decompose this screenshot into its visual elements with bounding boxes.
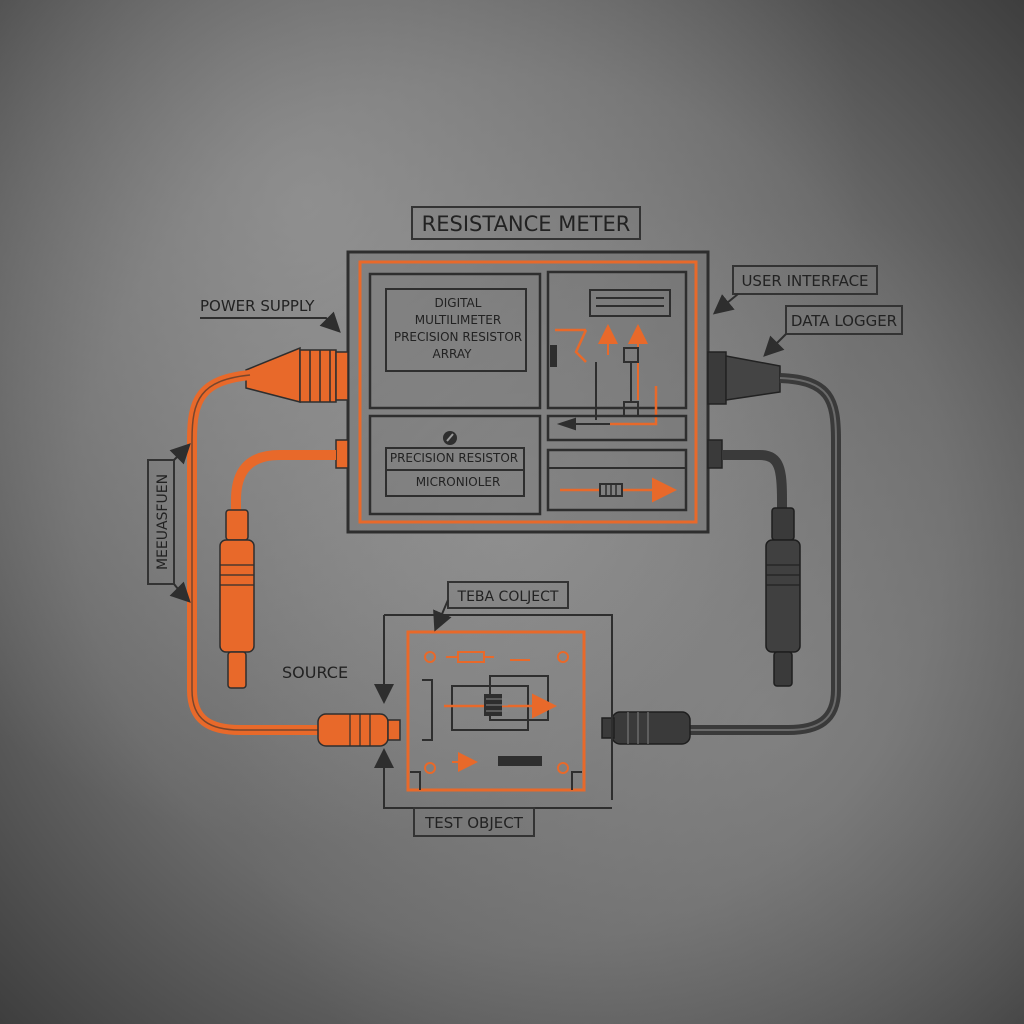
test-object-bracket-top xyxy=(384,614,613,800)
microcontroller-text: MICRONIOLER xyxy=(416,475,501,489)
right-data-connector xyxy=(707,351,781,469)
data-logger-label: DATA LOGGER xyxy=(791,312,897,330)
test-object-bottom-box xyxy=(413,807,535,837)
dmm-label-box xyxy=(385,288,527,372)
dmm-module xyxy=(368,272,542,410)
signal-path-icon xyxy=(555,328,588,363)
power-supply-label: POWER SUPPLY xyxy=(200,297,315,315)
display-screen-icon xyxy=(589,289,671,317)
data-logger-cable xyxy=(690,373,841,735)
title-box xyxy=(411,206,641,240)
indicator-bar-icon xyxy=(550,345,557,367)
left-probe xyxy=(219,509,255,689)
board-component-icon xyxy=(498,756,542,766)
user-interface-box xyxy=(732,265,878,295)
title-group: RESISTANCE METER xyxy=(411,206,641,240)
resistor-bank-module xyxy=(546,448,688,512)
probe-symbol-icon xyxy=(556,417,610,431)
dmm-text-line3: PRECISION RESISTOR xyxy=(394,330,522,344)
source-label: SOURCE xyxy=(282,663,348,682)
measurement-leader-bottom xyxy=(169,581,191,603)
test-object-bracket-bottom xyxy=(383,755,612,809)
ui-lower-strip xyxy=(546,414,688,442)
right-probe xyxy=(765,507,801,687)
test-object-bottom-label: TEST OBJECT xyxy=(424,814,524,832)
measurement-box xyxy=(147,459,175,585)
probe-cable-left xyxy=(231,450,336,515)
left-power-connector xyxy=(245,346,349,469)
user-interface-module xyxy=(546,270,688,410)
dmm-text-line2: MULTILIMETER xyxy=(415,313,501,327)
test-object-top-box xyxy=(447,581,569,609)
source-plug xyxy=(317,713,401,747)
precision-resistor-text: PRECISION RESISTOR xyxy=(390,451,518,465)
precision-resistor-label-box xyxy=(385,447,525,497)
data-logger-box xyxy=(785,305,903,335)
return-plug xyxy=(601,711,691,745)
precision-resistor-module xyxy=(368,414,542,516)
test-object-top-label: TEBA COLJECT xyxy=(457,589,559,605)
test-object-top-leader xyxy=(433,599,452,632)
probe-cable-right xyxy=(722,450,787,512)
resistance-meter-unit: DIGITAL MULTILIMETER PRECISION RESISTOR … xyxy=(346,250,710,534)
dmm-text-line1: DIGITAL xyxy=(435,296,482,310)
user-interface-label: USER INTERFACE xyxy=(741,272,868,290)
left-lower-port xyxy=(335,439,349,469)
user-interface-leader xyxy=(712,293,739,315)
power-supply-leader xyxy=(200,311,341,333)
right-lower-port xyxy=(707,439,723,469)
test-object-board xyxy=(406,630,586,792)
measurement-leader-top xyxy=(169,443,191,465)
diagram-title: RESISTANCE METER xyxy=(422,212,631,236)
dmm-text-line4: ARRAY xyxy=(432,347,472,361)
meter-inner-outline xyxy=(358,260,698,524)
measurement-label: MEEUASFUEN xyxy=(155,474,171,570)
data-logger-leader xyxy=(763,333,787,357)
